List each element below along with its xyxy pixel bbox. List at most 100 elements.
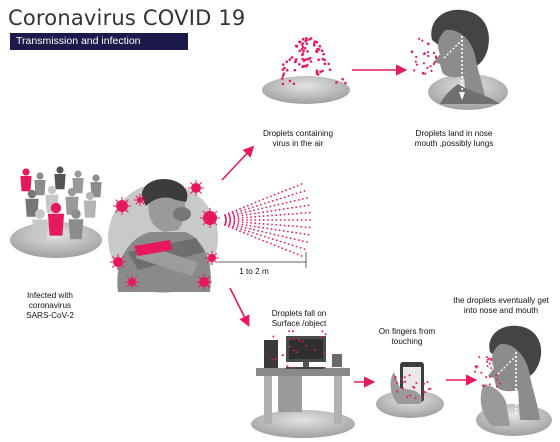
droplet-dot <box>270 228 273 231</box>
droplet-dot <box>474 365 477 368</box>
droplet-dot <box>286 69 289 72</box>
droplet-dot <box>400 378 403 381</box>
droplet-dot <box>253 212 256 215</box>
droplet-dot <box>275 358 278 361</box>
droplet-dot <box>266 210 269 213</box>
droplet-dot <box>244 208 246 211</box>
droplet-dot <box>304 39 307 43</box>
droplet-dot <box>287 207 289 210</box>
droplet-dot <box>432 62 435 66</box>
droplet-dot <box>481 384 484 387</box>
droplet-dot <box>249 210 251 213</box>
droplet-dot <box>269 242 272 245</box>
droplet-dot <box>488 362 491 365</box>
droplet-dot <box>258 238 261 240</box>
droplet-dot <box>298 40 302 44</box>
droplet-dot <box>404 380 407 383</box>
droplet-dot <box>267 219 269 221</box>
droplet-dot <box>232 225 235 228</box>
droplet-dot <box>298 49 302 52</box>
droplet-dot <box>490 357 492 360</box>
droplet-dot <box>295 232 298 234</box>
droplet-dot <box>252 232 254 234</box>
droplet-dot <box>262 211 264 214</box>
droplet-dot <box>281 82 285 86</box>
droplet-dot <box>281 190 284 193</box>
droplet-dot <box>490 367 493 370</box>
droplet-dot <box>296 351 299 354</box>
droplet-dot <box>424 391 426 394</box>
droplet-dot <box>282 230 285 232</box>
droplet-dot <box>232 212 235 215</box>
droplet-dot <box>237 221 240 223</box>
droplet-dot <box>246 221 248 224</box>
droplet-dot <box>233 215 236 218</box>
droplet-dot <box>245 224 248 227</box>
droplet-dot <box>271 214 273 217</box>
droplet-dot <box>301 198 304 200</box>
droplet-dot <box>301 45 305 49</box>
virus-spike <box>111 255 115 259</box>
droplet-dot <box>292 219 295 221</box>
droplet-dot <box>281 202 284 205</box>
virus-spike <box>125 209 129 213</box>
droplet-dot <box>240 228 243 231</box>
droplet-dot <box>231 227 234 230</box>
droplet-dot <box>236 227 239 229</box>
droplet-cloud-disc <box>262 37 350 104</box>
virus-spike <box>111 265 115 269</box>
droplet-dot <box>282 63 285 66</box>
droplet-dot <box>300 43 304 46</box>
droplet-dot <box>296 225 298 228</box>
droplet-dot <box>427 388 430 391</box>
droplet-dot <box>285 236 288 239</box>
droplet-dot <box>281 68 285 71</box>
droplet-dot <box>304 226 307 229</box>
droplet-dot <box>271 200 274 202</box>
droplet-dot <box>269 205 272 208</box>
droplet-dot <box>258 222 261 225</box>
virus-spike <box>214 252 218 256</box>
droplet-dot <box>256 205 258 207</box>
crowd-person <box>32 209 48 241</box>
droplet-dot <box>246 233 249 236</box>
droplet-dot <box>250 216 253 218</box>
droplet-dot <box>301 52 305 55</box>
droplet-dot <box>288 79 292 83</box>
droplet-dot <box>270 210 273 212</box>
droplet-dot <box>308 211 311 214</box>
droplet-dot <box>273 244 276 247</box>
droplet-dot <box>308 38 311 41</box>
droplet-dot <box>306 197 308 199</box>
desk-computer <box>251 330 355 438</box>
droplet-dot <box>305 42 309 46</box>
virus-spike <box>214 260 218 264</box>
droplet-dot <box>488 383 491 386</box>
droplet-dot <box>279 240 282 243</box>
virus-spike <box>135 201 139 205</box>
droplet-dot <box>227 225 230 228</box>
droplet-dot <box>282 208 285 210</box>
droplet-dot <box>257 208 259 211</box>
droplet-dot <box>295 192 298 195</box>
crowd-person <box>25 189 39 217</box>
droplet-dot <box>254 201 257 204</box>
droplet-dot <box>306 57 310 61</box>
droplet-dot <box>416 63 419 66</box>
droplet-dot <box>299 246 302 249</box>
droplet-dot <box>304 37 308 40</box>
crowd-person <box>54 166 66 190</box>
virus-spike <box>134 276 138 280</box>
droplet-dot <box>287 224 290 227</box>
droplet-dot <box>262 198 264 201</box>
droplet-dot <box>237 223 240 225</box>
droplet-dot <box>243 231 245 234</box>
droplet-dot <box>237 215 240 217</box>
droplet-dot <box>495 374 498 377</box>
droplet-dot <box>305 64 308 68</box>
droplet-dot <box>280 77 284 80</box>
droplet-dot <box>320 336 323 339</box>
droplet-dot <box>421 39 424 42</box>
